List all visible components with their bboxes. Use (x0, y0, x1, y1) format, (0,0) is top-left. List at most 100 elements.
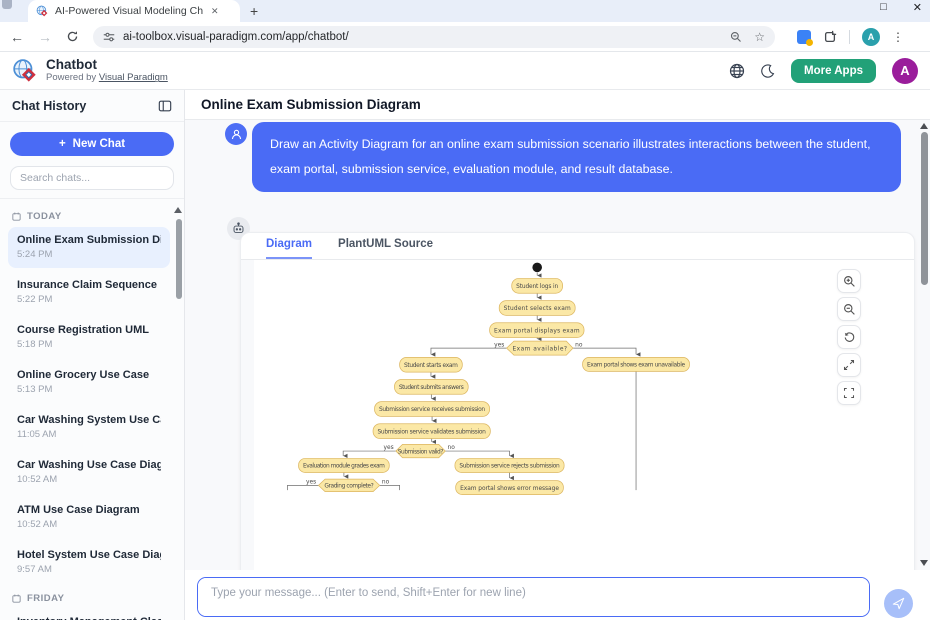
chat-item-title: Hotel System Use Case Diagr... (17, 549, 161, 561)
tab-plantuml-source[interactable]: PlantUML Source (338, 238, 434, 250)
back-icon[interactable]: ← (10, 28, 24, 45)
chat-list: TODAY Online Exam Submission Dia... 5:24… (0, 198, 184, 620)
chat-item-time: 5:18 PM (17, 339, 53, 350)
app-name: Chatbot (46, 56, 97, 72)
search-chats-input[interactable] (10, 166, 174, 190)
browser-profile-avatar[interactable]: A (862, 27, 880, 46)
chat-item[interactable]: Inventory Management Clas... 9:13 AM (8, 609, 170, 620)
tab-strip-fragment (2, 0, 12, 9)
svg-text:Student starts exam: Student starts exam (404, 363, 458, 369)
message-input[interactable] (198, 578, 869, 616)
reset-view-button[interactable] (837, 325, 861, 349)
chat-item-time: 10:52 AM (17, 519, 58, 530)
svg-text:Evaluation module grades exam: Evaluation module grades exam (303, 464, 385, 470)
zoom-page-icon[interactable] (730, 31, 742, 43)
tab-title: AI-Powered Visual Modeling Ch (55, 5, 204, 17)
diagram-gutter (241, 260, 254, 570)
collapse-panel-icon[interactable] (158, 99, 172, 113)
chat-item-time: 5:22 PM (17, 294, 53, 305)
browser-toolbar: ← → ai-toolbox.visual-paradigm.com/app/c… (0, 22, 930, 52)
activity-diagram: Student logs in Student selects exam Exa… (287, 262, 690, 495)
brand: Chatbot Powered by Visual Paradigm (12, 56, 168, 84)
sidebar-title: Chat History (12, 98, 87, 113)
card-tab-bar: Diagram PlantUML Source (241, 233, 914, 260)
svg-text:Student logs in: Student logs in (516, 284, 558, 290)
message-input-box[interactable] (197, 577, 870, 617)
chat-item-time: 10:52 AM (17, 474, 58, 485)
chat-item[interactable]: Online Exam Submission Dia... 5:24 PM (8, 227, 170, 268)
chat-item-time: 5:24 PM (17, 249, 53, 260)
favicon-visual-paradigm-icon (36, 5, 49, 18)
section-label: TODAY (27, 211, 62, 222)
chat-viewport: Draw an Activity Diagram for an online e… (185, 120, 930, 570)
browser-menu-icon[interactable]: ⋮ (892, 29, 904, 44)
dark-mode-moon-icon[interactable] (761, 63, 775, 78)
sidebar-scroll-up-icon[interactable] (174, 207, 182, 213)
browser-tab[interactable]: AI-Powered Visual Modeling Ch ✕ (28, 0, 240, 22)
conversation-title: Online Exam Submission Diagram (201, 97, 421, 112)
chat-item-title: Car Washing System Use Case (17, 414, 161, 426)
window-close-icon[interactable]: ✕ (912, 2, 922, 14)
section-header: TODAY (8, 205, 170, 227)
chat-item-title: ATM Use Case Diagram (17, 504, 140, 516)
window-maximize-icon[interactable]: □ (880, 1, 887, 13)
url-bar[interactable]: ai-toolbox.visual-paradigm.com/app/chatb… (93, 25, 775, 48)
site-settings-tune-icon[interactable] (103, 31, 115, 43)
send-button[interactable] (884, 589, 913, 618)
diagram-card: Diagram PlantUML Source (240, 232, 915, 570)
chat-scroll-up-icon[interactable] (920, 123, 928, 129)
bookmark-star-icon[interactable]: ☆ (754, 29, 765, 44)
diagram-controls (837, 269, 861, 405)
tab-close-icon[interactable]: ✕ (211, 5, 219, 16)
url-text: ai-toolbox.visual-paradigm.com/app/chatb… (123, 30, 349, 43)
zoom-out-button[interactable] (837, 297, 861, 321)
chat-item[interactable]: Insurance Claim Sequence 5:22 PM (8, 272, 170, 313)
diagram-canvas[interactable]: Student logs in Student selects exam Exa… (241, 260, 914, 570)
section-label: FRIDAY (27, 593, 65, 604)
expand-button[interactable] (837, 353, 861, 377)
svg-text:yes: yes (384, 445, 394, 451)
forward-icon[interactable]: → (38, 28, 52, 45)
user-avatar-badge[interactable]: A (892, 57, 918, 84)
chat-item[interactable]: Car Washing Use Case Diagr... 10:52 AM (8, 452, 170, 493)
chat-item-title: Course Registration UML (17, 324, 150, 336)
new-tab-icon[interactable]: + (250, 3, 259, 19)
powered-by: Powered by Visual Paradigm (46, 72, 168, 84)
calendar-icon (12, 212, 21, 221)
visual-paradigm-link[interactable]: Visual Paradigm (98, 72, 168, 84)
svg-text:Submission service rejects sub: Submission service rejects submission (459, 464, 560, 470)
start-node (532, 262, 542, 273)
sidebar-scrollbar[interactable] (176, 219, 182, 299)
extensions-icon[interactable] (823, 30, 837, 44)
chat-item-title: Car Washing Use Case Diagr... (17, 459, 161, 471)
chat-scroll-down-icon[interactable] (920, 560, 928, 566)
svg-text:no: no (575, 342, 583, 348)
new-chat-button[interactable]: +New Chat (10, 132, 174, 156)
tab-diagram[interactable]: Diagram (266, 233, 313, 259)
fullscreen-button[interactable] (837, 381, 861, 405)
svg-text:yes: yes (306, 480, 316, 486)
chat-item[interactable]: Course Registration UML 5:18 PM (8, 317, 170, 358)
chat-item[interactable]: Online Grocery Use Case 5:13 PM (8, 362, 170, 403)
sidebar: Chat History +New Chat TODAY Online Exam… (0, 90, 185, 620)
svg-text:Exam portal shows exam unavail: Exam portal shows exam unavailable (587, 363, 685, 369)
chat-item[interactable]: ATM Use Case Diagram 10:52 AM (8, 497, 170, 538)
message-input-bar (185, 570, 930, 620)
chat-item-time: 9:57 AM (17, 564, 52, 575)
zoom-in-button[interactable] (837, 269, 861, 293)
browser-action-icon[interactable] (797, 29, 813, 46)
chat-item[interactable]: Car Washing System Use Case 11:05 AM (8, 407, 170, 448)
section-header: FRIDAY (8, 587, 170, 609)
svg-text:no: no (382, 480, 390, 486)
svg-text:Grading complete?: Grading complete? (324, 484, 373, 490)
more-apps-button[interactable]: More Apps (791, 58, 876, 83)
language-globe-icon[interactable] (729, 63, 745, 79)
chat-scrollbar[interactable] (921, 132, 928, 285)
chat-item[interactable]: Hotel System Use Case Diagr... 9:57 AM (8, 542, 170, 583)
chat-item-title: Online Exam Submission Dia... (17, 234, 161, 246)
toolbar-divider (849, 29, 850, 44)
svg-text:Submission service validates s: Submission service validates submission (377, 429, 486, 435)
user-message-bubble: Draw an Activity Diagram for an online e… (252, 122, 901, 192)
main-panel: Online Exam Submission Diagram Draw an A… (185, 90, 930, 620)
reload-icon[interactable] (66, 30, 79, 43)
